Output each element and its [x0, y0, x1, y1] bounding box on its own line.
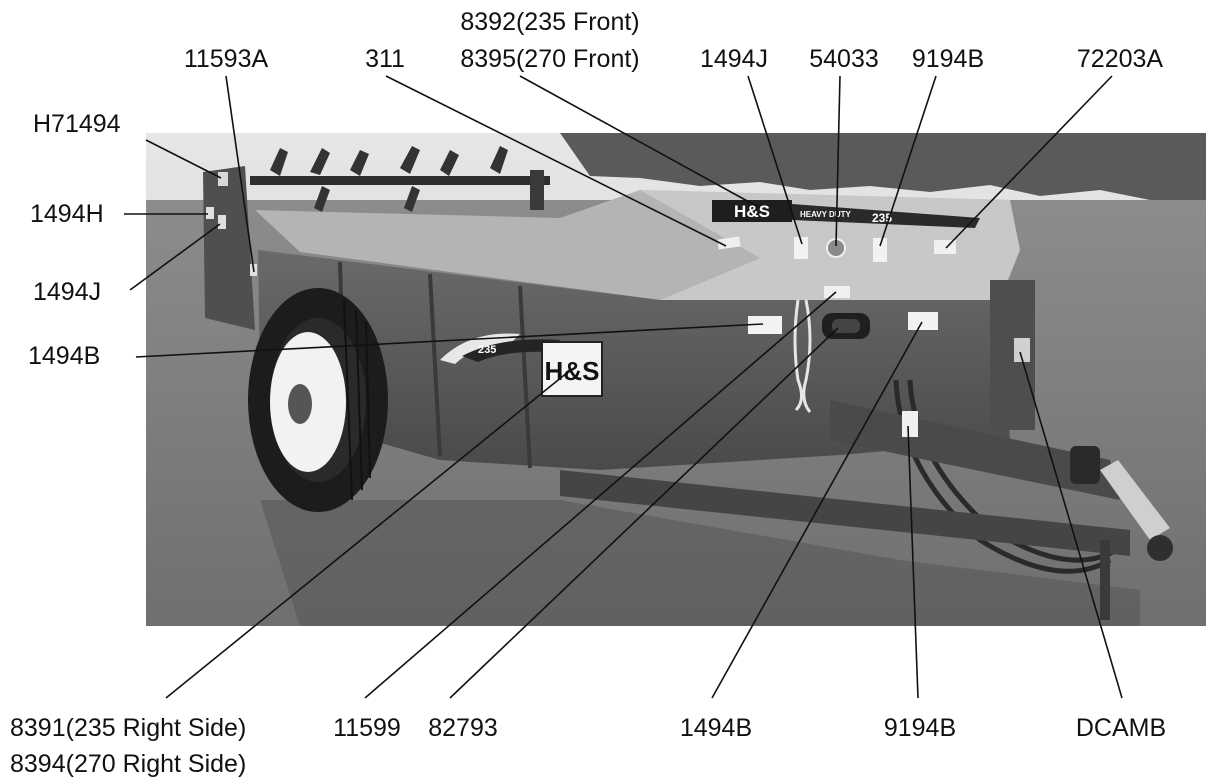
leader-lines [124, 75, 1123, 699]
side-model-decal: 235 [440, 333, 560, 364]
label-8395: 8395(270 Front) [460, 45, 640, 73]
lower-frame-rail [560, 470, 1130, 556]
label-9194b-top: 9194B [911, 45, 985, 73]
label-1494j-top: 1494J [699, 45, 769, 73]
label-54033: 54033 [809, 45, 879, 73]
beater-paddles [270, 146, 508, 212]
svg-text:HEAVY DUTY: HEAVY DUTY [800, 210, 851, 219]
rear-side-post [530, 170, 544, 210]
svg-text:H&S: H&S [545, 356, 600, 386]
hood-decal-9194b [873, 238, 887, 262]
rear-decal-1494h [206, 207, 214, 219]
front-decal-dcamb [1014, 338, 1030, 362]
side-brand-decal: H&S [541, 341, 603, 397]
label-1494j-left: 1494J [33, 278, 102, 306]
side-decal-82793 [822, 313, 870, 339]
rear-decal-h71494 [218, 172, 228, 186]
jack-stand [1100, 540, 1110, 620]
label-1494b-left: 1494B [28, 342, 101, 370]
label-82793: 82793 [428, 714, 498, 742]
hood-decal-11599 [824, 286, 850, 298]
svg-text:235: 235 [478, 344, 496, 356]
label-311: 311 [365, 45, 405, 73]
hood-decal-311 [717, 236, 741, 250]
hood-decal-1494j [794, 237, 808, 259]
svg-text:H&S: H&S [734, 202, 770, 221]
label-11599: 11599 [333, 714, 401, 742]
tongue-decal-9194b [902, 411, 918, 437]
side-decal-1494b-left [748, 316, 782, 334]
wheel [248, 288, 388, 512]
label-9194b-bottom: 9194B [883, 714, 957, 742]
pto-shaft [1070, 446, 1173, 561]
label-72203a: 72203A [1076, 45, 1164, 73]
label-1494h: 1494H [30, 200, 104, 228]
label-1494b-bottom: 1494B [679, 714, 753, 742]
label-8391: 8391(235 Right Side) [10, 714, 247, 742]
ground-shadow [260, 500, 1140, 626]
label-h71494: H71494 [33, 110, 121, 138]
beater-shaft [250, 176, 550, 185]
label-dcamb: DCAMB [1075, 714, 1167, 742]
tree-line [560, 133, 1206, 205]
label-8392: 8392(235 Front) [460, 8, 640, 36]
hose-coil [793, 299, 812, 413]
label-8394: 8394(270 Right Side) [10, 750, 247, 778]
rear-decal-1494j [218, 215, 226, 229]
label-11593a: 11593A [183, 45, 269, 73]
rear-end-plate [203, 166, 255, 330]
side-decal-1494b-front [908, 312, 938, 330]
